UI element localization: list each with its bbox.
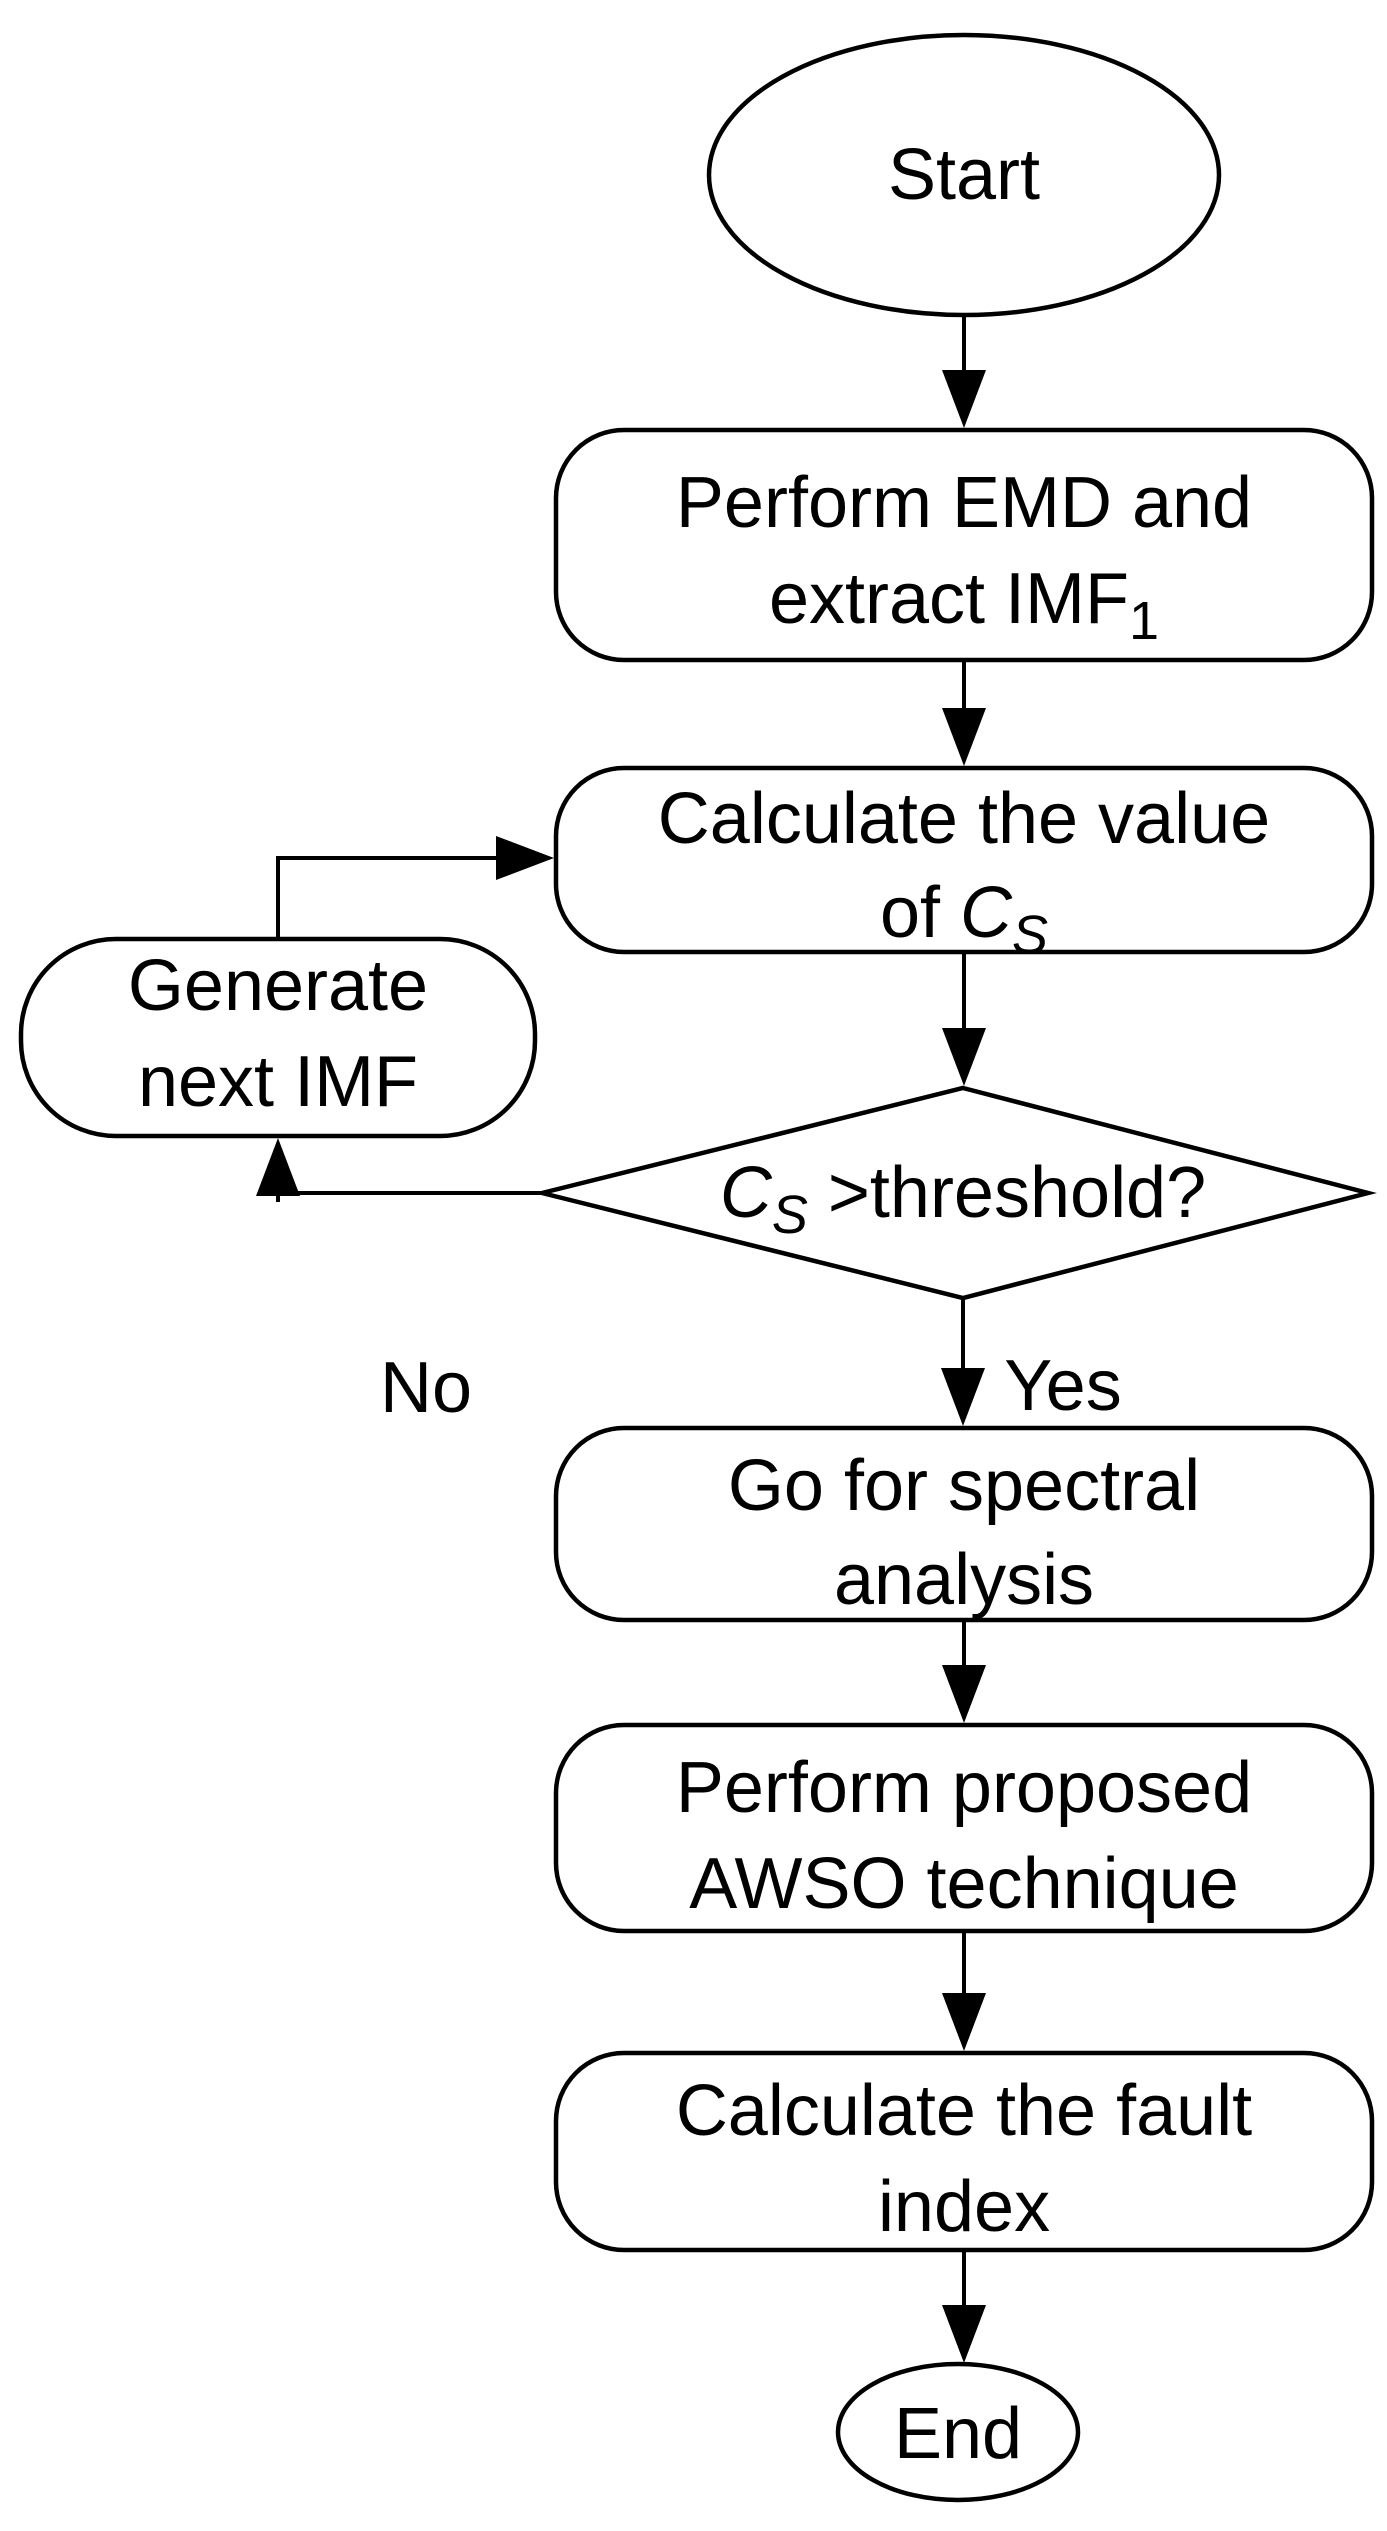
node-generate-line2: next IMF (138, 1042, 418, 1122)
cs-variable-subscript: S (772, 1185, 808, 1245)
arrowhead-down-icon (942, 1993, 986, 2051)
node-generate-next-imf (18, 936, 538, 1139)
nodes: Start Perform EMD and extract IMF1 Calcu… (18, 32, 1377, 2503)
arrowhead-right-icon (496, 836, 554, 880)
node-start-label: Start (888, 135, 1040, 215)
node-awso-technique (553, 1722, 1375, 1934)
node-spectral-line2: analysis (834, 1540, 1094, 1620)
node-fault-line1: Calculate the fault (676, 2071, 1252, 2151)
node-perform-emd (553, 427, 1375, 663)
node-awso-line2: AWSO technique (689, 1844, 1239, 1924)
cs-variable-subscript: S (1012, 905, 1048, 965)
edges (256, 315, 986, 2363)
arrowhead-down-icon (942, 708, 986, 766)
edge-generate-calc (276, 856, 496, 939)
node-calculate-cs-line1: Calculate the value (658, 779, 1270, 859)
node-spectral-line1: Go for spectral (728, 1446, 1200, 1526)
imf-subscript: 1 (1129, 591, 1159, 651)
node-calculate-cs (553, 765, 1375, 955)
node-fault-index (553, 2050, 1375, 2253)
node-awso-line1: Perform proposed (676, 1748, 1252, 1828)
of-text: of (880, 873, 960, 953)
arrowhead-up-icon (256, 1138, 300, 1196)
node-perform-emd-line2: extract IMF1 (769, 559, 1159, 651)
node-end-label: End (894, 2394, 1022, 2474)
threshold-question: >threshold? (808, 1153, 1206, 1233)
node-perform-emd-line1: Perform EMD and (676, 463, 1252, 543)
node-spectral-analysis (553, 1425, 1375, 1623)
node-cs-threshold-decision (541, 1085, 1377, 1301)
cs-variable: C (720, 1153, 773, 1233)
edge-decision-generate (276, 1191, 542, 1202)
node-cs-threshold-label: CS >threshold? (720, 1153, 1206, 1245)
cs-variable: C (960, 873, 1013, 953)
arrowhead-down-icon (942, 2305, 986, 2363)
node-calculate-cs-line2: of CS (880, 873, 1048, 965)
node-start (706, 32, 1222, 318)
arrowhead-down-icon (942, 370, 986, 428)
arrowhead-down-icon (942, 1028, 986, 1086)
node-end (835, 2361, 1081, 2503)
imf-text: extract IMF (769, 559, 1129, 639)
arrowhead-down-icon (941, 1368, 985, 1426)
edge-label-yes: Yes (1004, 1346, 1121, 1426)
node-generate-line1: Generate (128, 946, 428, 1026)
node-fault-line2: index (878, 2167, 1050, 2247)
edge-label-no: No (380, 1348, 472, 1428)
arrowhead-down-icon (942, 1665, 986, 1723)
